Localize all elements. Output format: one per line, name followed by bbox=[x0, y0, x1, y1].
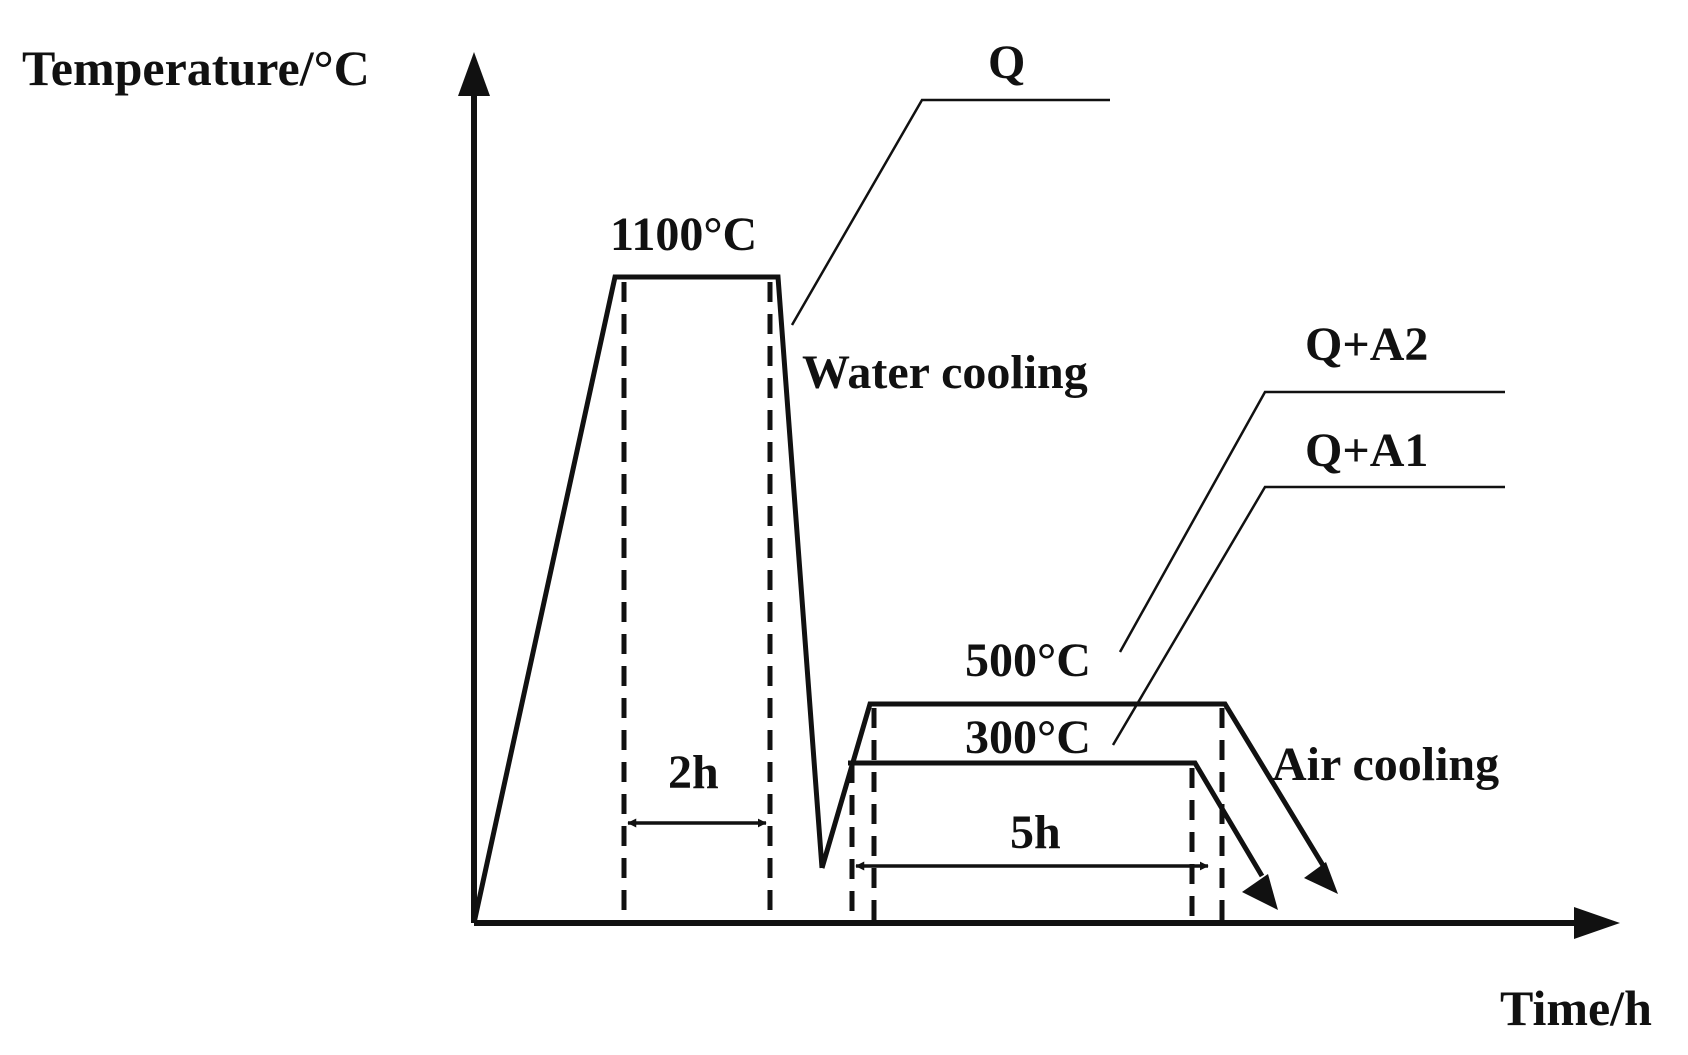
water-cooling-label: Water cooling bbox=[802, 346, 1088, 399]
air-cooling-label: Air cooling bbox=[1272, 738, 1499, 791]
quench-age-500-label: Q+A2 bbox=[1305, 318, 1428, 371]
aging-300-arrowhead bbox=[1242, 874, 1278, 910]
quench-age-300-leader-line bbox=[1111, 485, 1505, 746]
aging-300-curve bbox=[848, 760, 1265, 878]
solution-temperature-label: 1100°C bbox=[610, 208, 757, 261]
solution-treatment-curve bbox=[471, 274, 825, 924]
quench-age-500-leader-line bbox=[1118, 390, 1505, 653]
quench-age-300-label: Q+A1 bbox=[1305, 424, 1428, 477]
quench-leader-line bbox=[790, 98, 1110, 326]
y-axis-arrowhead bbox=[458, 52, 490, 96]
x-axis-arrowhead bbox=[1574, 907, 1620, 939]
aging-500-curve bbox=[819, 701, 1330, 874]
aging-low-temperature-label: 300°C bbox=[965, 711, 1091, 764]
quench-label: Q bbox=[988, 36, 1025, 89]
x-axis-title: Time/h bbox=[1500, 980, 1652, 1036]
aging-500-arrowhead bbox=[1304, 862, 1338, 894]
y-axis-title: Temperature/°C bbox=[22, 40, 370, 96]
aging-high-temperature-label: 500°C bbox=[965, 634, 1091, 687]
hold-solution-label: 2h bbox=[668, 746, 719, 799]
hold-aging-label: 5h bbox=[1010, 806, 1061, 859]
